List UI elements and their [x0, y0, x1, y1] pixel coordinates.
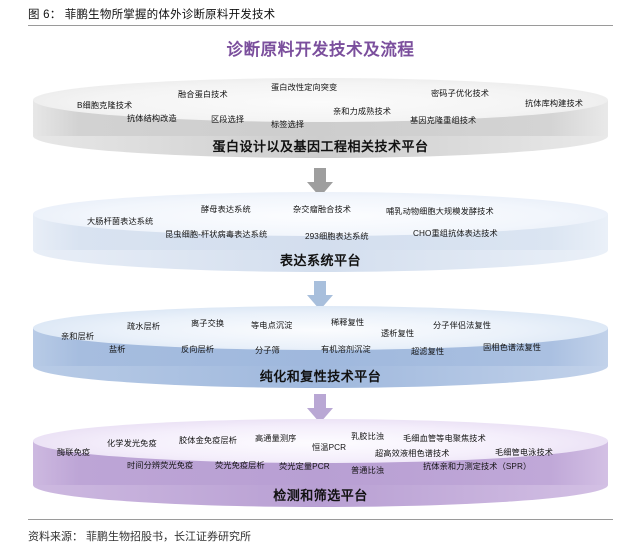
- tag-technique: 基因克隆重组技术: [410, 116, 477, 125]
- tag-technique: 乳胶比浊: [351, 432, 385, 441]
- chart-title: 诊断原料开发技术及流程: [226, 41, 415, 59]
- tag-technique: 盐析: [109, 345, 126, 354]
- tag-technique: 时间分辨荧光免疫: [127, 461, 194, 470]
- tag-technique: 293细胞表达系统: [305, 232, 369, 241]
- tag-technique: 离子交换: [191, 319, 225, 328]
- tag-technique: 酶联免疫: [57, 448, 91, 457]
- tag-technique: 抗体亲和力测定技术（SPR）: [423, 462, 532, 471]
- cylinder-shape-tier2: [33, 192, 608, 272]
- tier-protein-design: B细胞克隆技术 融合蛋白技术 蛋白改性定向突变 密码子优化技术 抗体库构建技术 …: [33, 78, 608, 158]
- arrow-shaft: [314, 168, 326, 184]
- tag-technique: 融合蛋白技术: [178, 90, 228, 99]
- tier4-technique-tags: 酶联免疫 化学发光免疫 胶体金免疫层析 高通量测序 恒温PCR 乳胶比浊 毛细血…: [33, 419, 608, 507]
- tag-technique: 区段选择: [211, 115, 245, 124]
- tag-technique: 杂交瘤融合技术: [293, 205, 352, 214]
- footer-divider: [28, 519, 613, 520]
- tag-technique: 酵母表达系统: [201, 205, 251, 214]
- tag-technique: 分子筛: [255, 346, 280, 355]
- tier4-platform-label: 检测和筛选平台: [273, 488, 368, 503]
- tier3-technique-tags: 亲和层析 疏水层析 离子交换 等电点沉淀 稀释复性 透析复性 分子伴侣法复性 盐…: [33, 306, 608, 388]
- tag-technique: 密码子优化技术: [431, 89, 490, 98]
- cylinder-top-tier3: [33, 306, 608, 350]
- tag-technique: 大肠杆菌表达系统: [87, 217, 154, 226]
- tier-expression-system: 大肠杆菌表达系统 酵母表达系统 杂交瘤融合技术 哺乳动物细胞大规模发酵技术 昆虫…: [33, 192, 608, 272]
- tag-technique: 固相色谱法复性: [483, 343, 542, 352]
- tag-technique: 标签选择: [271, 120, 305, 129]
- caption-divider: [28, 25, 613, 26]
- tag-technique: 超高效液相色谱技术: [375, 449, 450, 458]
- tag-technique: 亲和力成熟技术: [333, 107, 392, 116]
- cylinder-shape-tier4: [33, 419, 608, 507]
- tag-technique: 化学发光免疫: [107, 439, 157, 448]
- tag-technique: 抗体结构改造: [127, 114, 177, 123]
- tag-technique: 恒温PCR: [312, 443, 347, 452]
- tag-technique: 反向层析: [181, 345, 215, 354]
- tag-technique: 胶体金免疫层析: [179, 436, 238, 445]
- arrow-shaft: [314, 281, 326, 297]
- tag-technique: 昆虫细胞-杆状病毒表达系统: [165, 230, 268, 239]
- tier2-technique-tags: 大肠杆菌表达系统 酵母表达系统 杂交瘤融合技术 哺乳动物细胞大规模发酵技术 昆虫…: [33, 192, 608, 272]
- tag-technique: 亲和层析: [61, 332, 95, 341]
- tier2-platform-label: 表达系统平台: [279, 253, 361, 268]
- tag-technique: B细胞克隆技术: [77, 101, 133, 110]
- tag-technique: 抗体库构建技术: [525, 99, 584, 108]
- cylinder-shape-tier3: [33, 306, 608, 388]
- tag-technique: CHO重组抗体表达技术: [413, 229, 498, 238]
- tag-technique: 有机溶剂沉淀: [321, 345, 371, 354]
- tag-technique: 等电点沉淀: [251, 321, 293, 330]
- tag-technique: 荧光免疫层析: [215, 461, 265, 470]
- tier-purification-refolding: 亲和层析 疏水层析 离子交换 等电点沉淀 稀释复性 透析复性 分子伴侣法复性 盐…: [33, 306, 608, 388]
- tag-technique: 稀释复性: [331, 318, 365, 327]
- tier3-platform-label: 纯化和复性技术平台: [259, 369, 382, 384]
- source-note: 资料来源： 菲鹏生物招股书，长江证券研究所: [28, 531, 252, 543]
- tag-technique: 疏水层析: [127, 322, 161, 331]
- tag-technique: 哺乳动物细胞大规模发酵技术: [386, 207, 494, 216]
- tag-technique: 毛细管电泳技术: [495, 448, 554, 457]
- arrow-shaft: [314, 394, 326, 410]
- cylinder-top-tier2: [33, 192, 608, 236]
- tag-technique: 透析复性: [381, 329, 415, 338]
- tier-detection-screening: 酶联免疫 化学发光免疫 胶体金免疫层析 高通量测序 恒温PCR 乳胶比浊 毛细血…: [33, 419, 608, 507]
- tag-technique: 普通比浊: [351, 466, 385, 475]
- tag-technique: 蛋白改性定向突变: [271, 83, 338, 92]
- tier1-platform-label: 蛋白设计以及基因工程相关技术平台: [212, 139, 429, 154]
- cylinder-top-tier4: [33, 419, 608, 463]
- tag-technique: 分子伴侣法复性: [433, 321, 492, 330]
- cylinder-top-tier1: [33, 78, 608, 122]
- tag-technique: 超滤复性: [411, 347, 445, 356]
- figure-caption: 图 6： 菲鹏生物所掌握的体外诊断原料开发技术: [28, 9, 276, 21]
- tier1-technique-tags: B细胞克隆技术 融合蛋白技术 蛋白改性定向突变 密码子优化技术 抗体库构建技术 …: [33, 78, 608, 158]
- tag-technique: 高通量测序: [255, 434, 297, 443]
- tag-technique: 荧光定量PCR: [279, 462, 330, 471]
- cylinder-shape-tier1: [33, 78, 608, 158]
- tag-technique: 毛细血管等电聚焦技术: [403, 434, 486, 443]
